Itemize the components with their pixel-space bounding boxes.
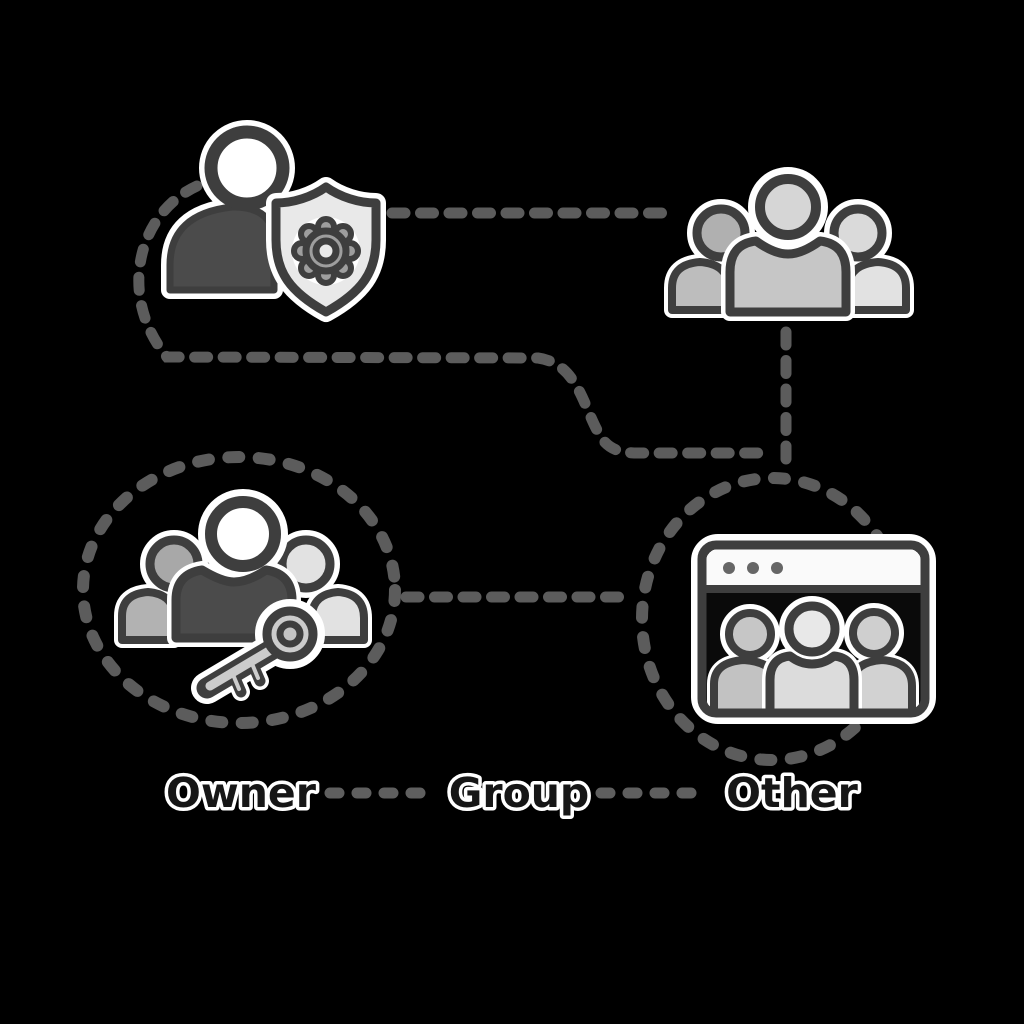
users-with-key-icon xyxy=(114,489,372,704)
user-shield-gear-icon xyxy=(161,120,386,322)
window-border xyxy=(697,540,930,718)
group-label: Group xyxy=(449,769,590,817)
labels: Owner Group Other xyxy=(163,766,863,821)
window-dots-icon xyxy=(723,562,783,574)
group-center-body xyxy=(725,236,851,317)
group-left-body xyxy=(668,258,733,314)
owner-right-body xyxy=(308,588,368,644)
window-users xyxy=(707,596,919,710)
group-right-body xyxy=(844,258,910,314)
group-center-head xyxy=(755,174,821,240)
owner-label: Owner xyxy=(166,769,317,817)
three-users-group-icon xyxy=(664,167,914,321)
owner-center-head xyxy=(205,496,281,572)
connector-admin-loop-to-junction xyxy=(133,180,776,459)
owner-left-body xyxy=(118,588,178,644)
browser-window-users-icon xyxy=(691,534,936,724)
user-head xyxy=(204,125,290,211)
owner-dashed-circle xyxy=(77,451,401,729)
window-title-bar xyxy=(705,548,922,586)
gear-icon xyxy=(291,216,361,286)
connector-lines xyxy=(77,180,908,799)
other-label: Other xyxy=(726,769,858,817)
key-icon xyxy=(191,599,325,704)
